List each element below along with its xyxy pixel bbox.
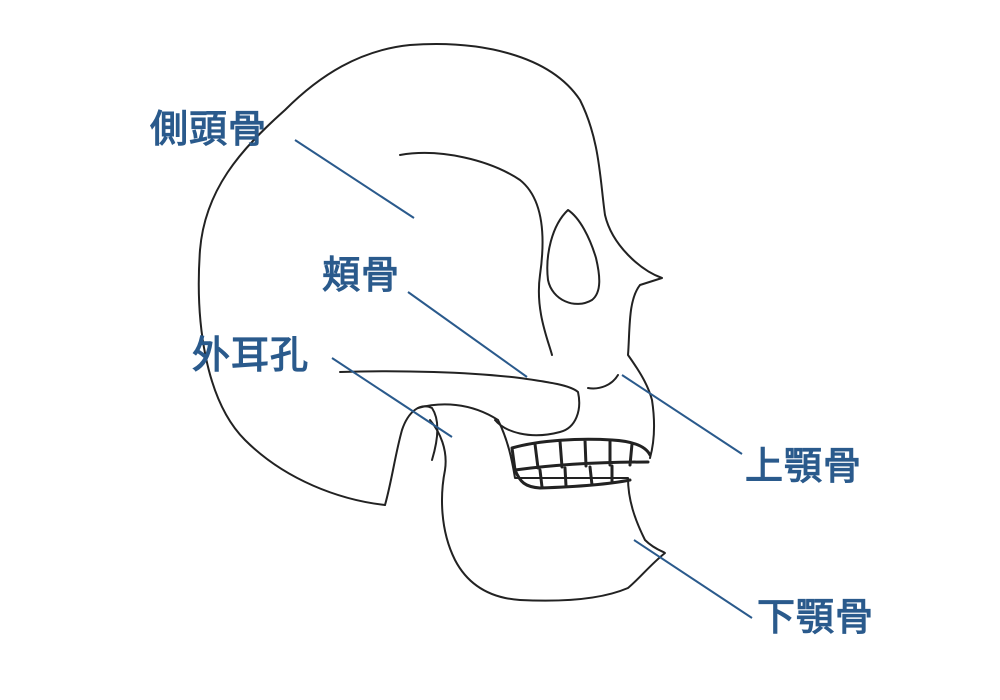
leader-line-mandible — [633, 539, 753, 619]
leader-line-maxilla — [621, 374, 743, 455]
label-zygomatic-bone: 頬骨 — [322, 253, 401, 297]
label-temporal-bone: 側頭骨 — [150, 107, 268, 151]
maxilla-front — [587, 374, 619, 390]
zygomatic-arch-outline — [399, 152, 553, 356]
zygomatic-lower-contour — [339, 370, 581, 437]
leader-line-temporal — [294, 139, 415, 219]
leader-line-zygomatic — [407, 291, 528, 378]
label-external-ear-canal: 外耳孔 — [192, 333, 310, 377]
leader-line-ear — [331, 357, 453, 438]
label-maxilla: 上顎骨 — [745, 444, 863, 488]
mandible-outline — [417, 403, 666, 602]
upper-teeth — [510, 437, 652, 472]
label-mandible: 下顎骨 — [757, 595, 875, 639]
lower-teeth — [513, 464, 632, 490]
orbit-outline — [546, 209, 601, 305]
cranium-outline — [197, 43, 663, 506]
